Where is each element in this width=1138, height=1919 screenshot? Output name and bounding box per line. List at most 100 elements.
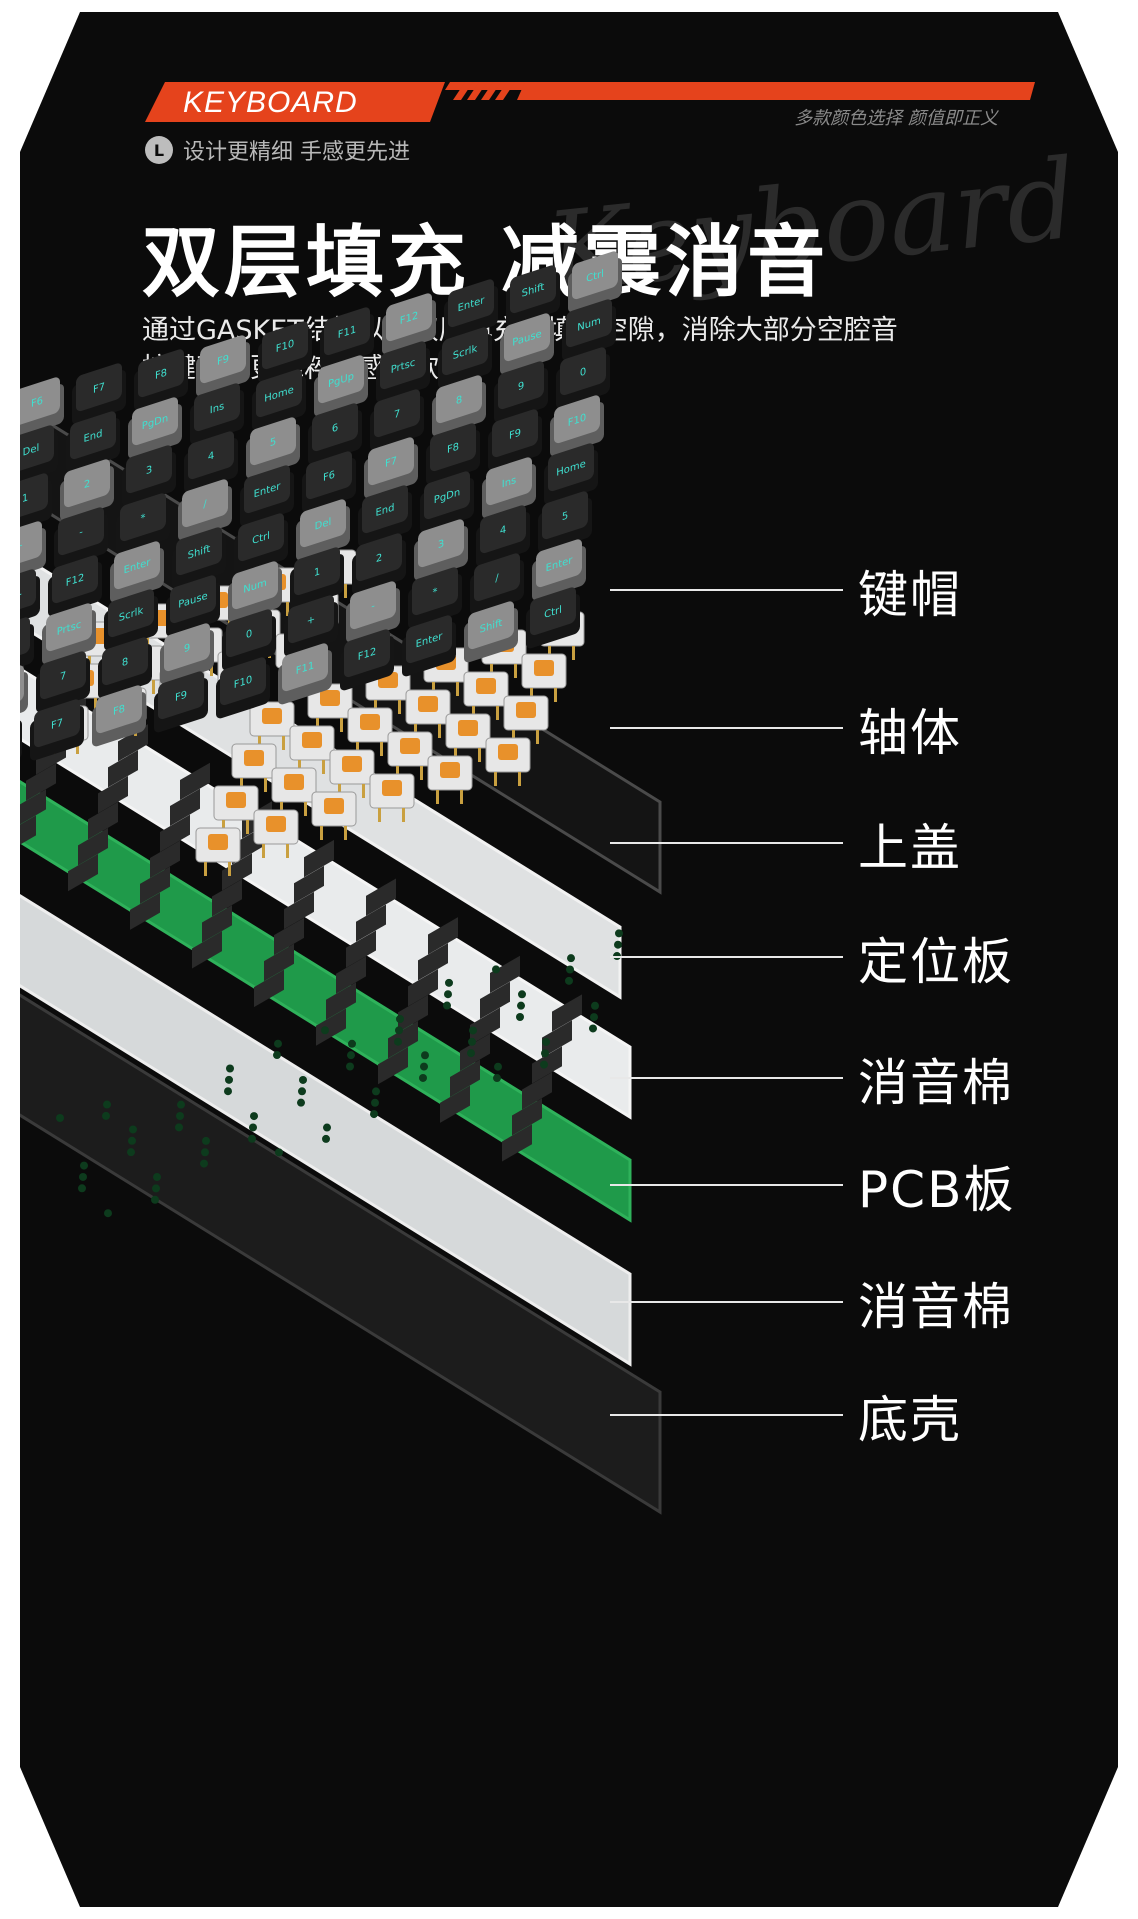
pcb-solder-dot: [421, 1051, 429, 1060]
keycap: Ctrl: [234, 513, 288, 575]
keycap-top: [300, 499, 346, 548]
keycap: -: [54, 507, 108, 569]
keycap: Enter: [240, 465, 294, 527]
plate-square-hole: [274, 917, 304, 956]
keycap: Ins: [190, 383, 244, 445]
keycap: Home: [544, 443, 598, 505]
keycap: /: [178, 479, 232, 541]
keycap: 4: [476, 505, 530, 567]
pcb-solder-dot: [565, 976, 573, 985]
keycap-legend: 7: [60, 669, 66, 683]
plate-square-hole: [470, 1007, 500, 1045]
switch-pin: [152, 680, 155, 694]
switch-pin: [210, 662, 213, 676]
keycap-top: [306, 451, 352, 500]
keycap-legend: F6: [31, 394, 43, 410]
keycap: F7: [72, 363, 126, 425]
keycap-top: [138, 349, 184, 398]
plate-square-hole: [108, 750, 138, 788]
pcb-solder-dot: [494, 1062, 502, 1071]
switch-pin: [338, 784, 341, 798]
switch-pin: [204, 862, 207, 876]
keycap-legend: Del: [315, 516, 332, 533]
keycap-legend: 0: [580, 365, 586, 379]
plate-square-hole: [222, 853, 252, 891]
keycap-top: [560, 347, 606, 396]
keycap-legend: 8: [456, 393, 462, 407]
pcb-solder-dot: [469, 1026, 477, 1035]
keycap-legend: *: [433, 586, 438, 599]
keycap: Enter: [532, 539, 586, 601]
keycap: Pause: [166, 575, 220, 637]
keycap-legend: 2: [84, 477, 90, 491]
switch-stem: [284, 774, 304, 790]
switch-pin: [402, 808, 405, 822]
keycap: F12: [382, 293, 436, 355]
switch-pin: [94, 698, 97, 712]
keycap: F10: [216, 657, 270, 719]
keycap: F6: [20, 377, 64, 439]
switch-pin: [380, 742, 383, 756]
keycap: Prtsc: [376, 341, 430, 403]
keycap: F11: [278, 643, 332, 705]
plate-square-hole: [542, 1020, 572, 1058]
switch-stem: [418, 696, 438, 712]
keycap-top: [96, 685, 142, 734]
switch-pin: [554, 688, 557, 702]
switch-pin: [320, 826, 323, 840]
keycap-top: [318, 355, 364, 404]
keycap: F11: [320, 307, 374, 369]
keycap-top: [40, 651, 86, 700]
switch-pin: [420, 766, 423, 780]
keycap-top: [368, 437, 414, 486]
keycap-top: [374, 389, 420, 438]
keycap-top: [510, 265, 556, 314]
layer-leader-line: [610, 727, 843, 729]
keycap-legend: +: [307, 613, 315, 627]
pcb-solder-dot: [298, 1087, 306, 1096]
pcb-solder-dot: [129, 1125, 137, 1134]
keycap-top: [176, 527, 222, 576]
layer-label: 轴体: [858, 704, 962, 762]
keycap: F9: [196, 335, 250, 397]
plate-square-hole: [366, 878, 396, 916]
keycap: Shift: [506, 265, 560, 327]
switch-stem: [208, 834, 228, 850]
banner-stripe-shape: [145, 82, 1035, 122]
switch-stem: [226, 792, 246, 808]
pcb-solder-dot: [79, 1172, 87, 1181]
pcb-solder-dot: [103, 1100, 111, 1109]
keycap-top: [566, 299, 612, 348]
pcb-solder-dot: [443, 1001, 451, 1010]
keycap-top: [530, 587, 576, 636]
keycap: 1: [20, 473, 52, 535]
switch-pin: [454, 748, 457, 762]
keycap: 5: [538, 491, 592, 553]
plate-square-hole: [284, 891, 314, 930]
pcb-solder-dot: [591, 1001, 599, 1010]
switch-pin: [362, 784, 365, 798]
keycap: Enter: [402, 615, 456, 677]
keycap-legend: F7: [93, 380, 105, 396]
plate-square-hole: [20, 815, 36, 853]
switch-pin: [246, 820, 249, 834]
plate-square-hole: [180, 762, 210, 801]
switch-pin: [76, 740, 79, 754]
pcb-solder-dot: [372, 1087, 380, 1096]
pcb-solder-dot: [395, 1026, 403, 1035]
keycap-top: [250, 417, 296, 466]
keycap: F8: [426, 423, 480, 485]
switch-pin: [398, 700, 401, 714]
switch-pin: [262, 844, 265, 858]
pcb-solder-dot: [516, 1013, 524, 1021]
plate-square-hole: [140, 866, 170, 904]
switch-pin: [282, 736, 285, 750]
keycap: F11: [20, 569, 40, 631]
pcb-solder-dot: [542, 1037, 550, 1046]
keycap-legend: 2: [376, 551, 382, 565]
keycap-legend: F9: [509, 426, 521, 442]
pcb-solder-dot: [104, 1209, 112, 1218]
pcb-solder-dot: [151, 1195, 159, 1204]
keycap: F9: [154, 671, 208, 733]
pcb-solder-dot: [200, 1159, 208, 1168]
